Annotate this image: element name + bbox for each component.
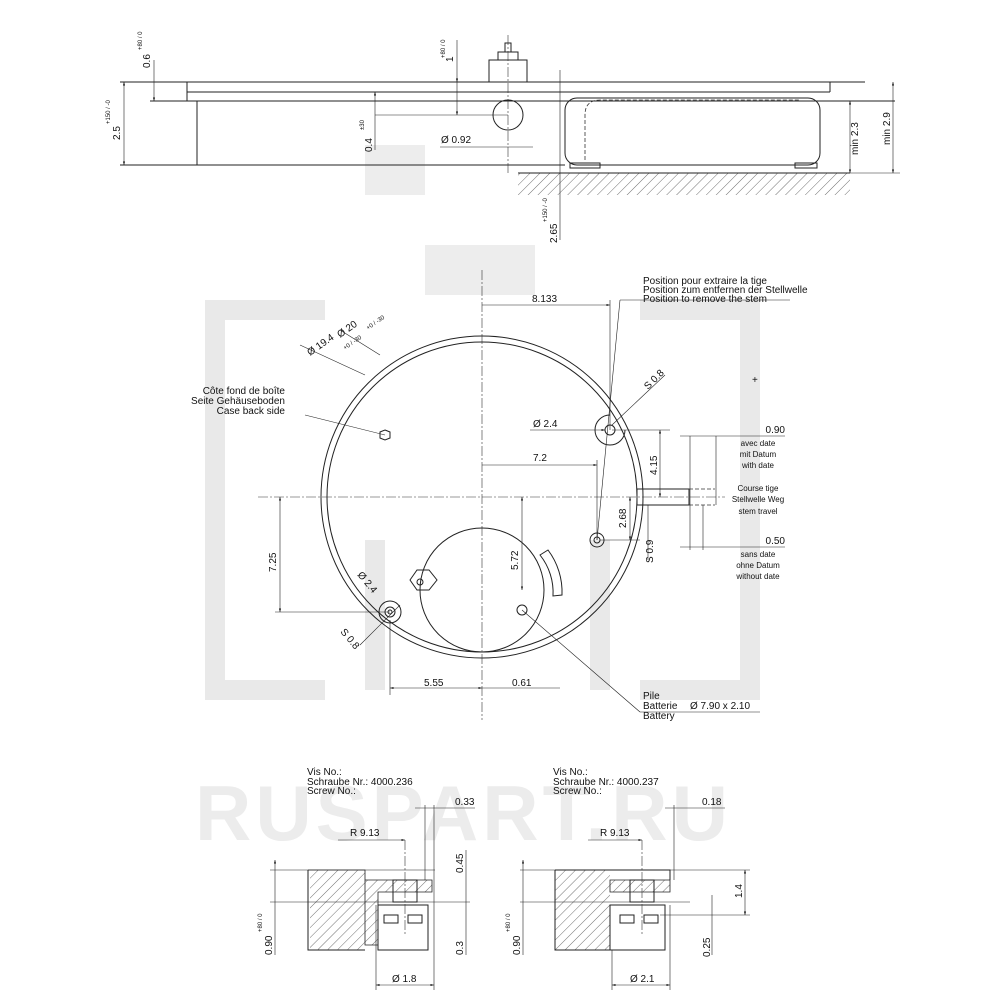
screw-1-dim-height: 0.90 [264,935,275,955]
dim-ground: 2.65 [549,223,560,243]
dim-crown-tol: +80 / 0 [441,39,447,58]
dia-20-tol: +0 / -30 [366,315,387,332]
dim-2-68: 2.68 [618,508,629,528]
stem-label-en: Position to remove the stem [643,294,767,305]
dim-min-2-9: min 2.9 [882,112,893,145]
crosshair-mark: + [752,375,758,386]
dim-case-top-tol: +80 / 0 [138,31,144,50]
dim-crown: 1 [445,56,456,62]
screw-2-label-de: Schraube Nr.: 4000.237 [553,777,659,788]
without-date-de: ohne Datum [736,561,780,570]
screw-2-dim-b: 0.25 [702,937,713,957]
dim-total: 2.5 [112,126,123,140]
screw-detail-2: Vis No.: Schraube Nr.: 4000.237 Screw No… [506,767,750,990]
with-date-en: with date [741,461,775,470]
s-0-8-top: S 0.8 [642,368,667,393]
screw-1-dim-a: 0.45 [455,853,466,873]
battery-label-fr: Pile [643,691,660,702]
battery-size: Ø 7.90 x 2.10 [690,701,750,712]
screw-2-dia: Ø 2.1 [630,974,655,985]
dim-4-15: 4.15 [649,455,660,475]
screw-2-label-en: Screw No.: [553,786,602,797]
stem-label-fr: Position pour extraire la tige [643,276,767,287]
screw-1-dim-b: 0.3 [455,941,466,955]
dim-5-55: 5.55 [424,678,444,689]
screw-detail-1: Vis No.: Schraube Nr.: 4000.236 Screw No… [258,767,475,990]
dim-stem-height: 0.4 [364,138,375,152]
screw-1-dia: Ø 1.8 [392,974,417,985]
dim-ground-tol: +150 / -0 [543,197,549,222]
with-date-de: mit Datum [740,450,777,459]
stem-travel-en: stem travel [738,507,777,516]
screw-1-radius: R 9.13 [350,828,380,839]
case-back-label-en: Case back side [217,406,286,417]
dim-5-72: 5.72 [510,550,521,570]
s-0-9: S 0.9 [645,539,656,563]
dim-0-61: 0.61 [512,678,532,689]
screw-2-dim-a: 1.4 [734,884,745,898]
stem-travel-de: Stellwelle Weg [732,495,784,504]
without-date-fr: sans date [741,550,776,559]
dim-stem-height-tol: ±30 [360,119,366,130]
screw-2-label-fr: Vis No.: [553,767,588,778]
screw-1-label-fr: Vis No.: [307,767,342,778]
dim-7-2: 7.2 [533,453,547,464]
dim-7-25: 7.25 [268,552,279,572]
screw-1-label-de: Schraube Nr.: 4000.236 [307,777,413,788]
dim-total-tol: +150 / -0 [106,99,112,124]
watermark: RUSPART.RU [195,145,760,857]
battery-label-en: Battery [643,711,675,722]
case-back-label-fr: Côte fond de boîte [203,386,286,397]
screw-2-dim-top: 0.18 [702,797,722,808]
stem-travel-fr: Course tige [738,484,779,493]
watermark-text: RUSPART.RU [195,769,732,857]
stem-label-de: Position zum entfernen der Stellwelle [643,285,808,296]
without-date-en: without date [735,572,780,581]
screw-2-radius: R 9.13 [600,828,630,839]
screw-2-dim-height-tol: +80 / 0 [506,913,512,932]
dim-stem-diameter: Ø 0.92 [441,135,471,146]
screw-1-dim-top: 0.33 [455,797,475,808]
dim-0-50: 0.50 [766,536,786,547]
screw-2-dim-height: 0.90 [512,935,523,955]
side-view: 0.6 +80 / 0 2.5 +150 / -0 1 +80 / 0 0.4 … [106,31,900,243]
dia-2-4-top: Ø 2.4 [533,419,558,430]
dim-0-90: 0.90 [766,425,786,436]
dim-8-133: 8.133 [532,294,557,305]
top-view: + 8.133 Position pour extraire la tige P… [191,270,808,722]
case-back-label-de: Seite Gehäuseboden [191,396,285,407]
dim-min-2-3: min 2.3 [850,122,861,155]
screw-1-dim-height-tol: +80 / 0 [258,913,264,932]
battery-label-de: Batterie [643,701,678,712]
s-0-8-left: S 0.8 [338,627,362,652]
screw-1-label-en: Screw No.: [307,786,356,797]
dim-case-top: 0.6 [142,54,153,68]
with-date-fr: avec date [741,439,776,448]
